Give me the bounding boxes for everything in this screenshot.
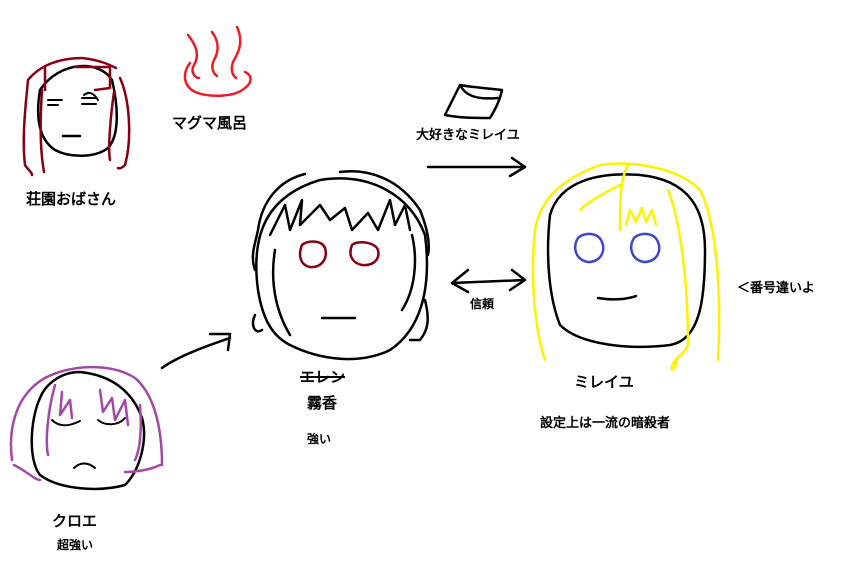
onsen-label: マグマ風呂	[172, 114, 248, 132]
mireiyu-note: 設定上は一流の暗殺者	[540, 416, 671, 431]
annotation-number-wrong: ＜番号違いよ	[737, 281, 815, 296]
hair-stroke	[673, 356, 679, 370]
kuroe-face-drawing	[9, 365, 164, 491]
mireiyu-face-drawing	[531, 162, 721, 372]
arrow-kuroe-to-kirika	[160, 332, 232, 370]
relation-label-love: 大好きなミレイユ	[416, 128, 520, 143]
kuroe-name-label: クロエ	[52, 512, 98, 530]
relation-label-trust: 信頼	[470, 297, 495, 311]
mireiyu-name-label: ミレイユ	[574, 373, 634, 391]
kuroe-note: 超強い	[57, 538, 94, 552]
kirika-name-label: 霧香	[307, 394, 338, 412]
hot-spring-icon	[183, 25, 252, 97]
kirika-note: 強い	[307, 432, 332, 446]
kirika-old-name: エレン	[300, 368, 346, 386]
shoen-name-label: 荘園おばさん	[26, 190, 117, 208]
letter-icon	[443, 83, 504, 120]
shoen-face-drawing	[22, 56, 131, 177]
kirika-eyes	[298, 240, 380, 269]
double-arrow-trust	[450, 268, 527, 294]
kirika-face-drawing	[251, 170, 430, 361]
arrow-kirika-to-mireiyu	[426, 156, 527, 178]
